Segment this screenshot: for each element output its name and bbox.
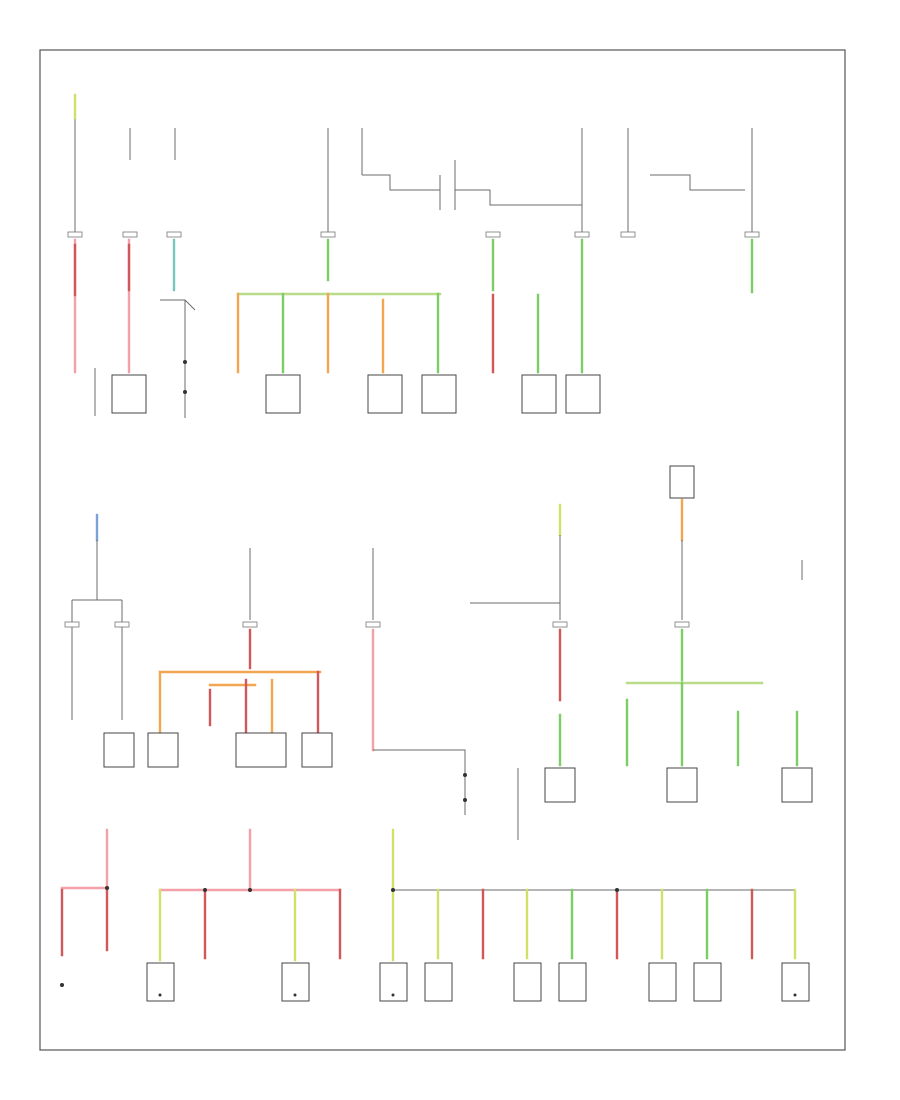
component-box <box>421 374 457 414</box>
switch-symbol-top <box>160 299 196 418</box>
wires-bottom <box>60 886 797 962</box>
component-box <box>521 374 557 414</box>
component-box <box>147 732 179 768</box>
connector-row-middle <box>64 621 690 628</box>
wires-top <box>73 238 754 374</box>
component-box <box>544 767 576 803</box>
component-box <box>781 767 813 803</box>
component-box <box>513 962 542 1002</box>
relay-assembly <box>362 160 745 232</box>
component-boxes-bottom <box>60 962 810 1002</box>
diagram-frame <box>39 49 846 1051</box>
component-box <box>111 374 147 414</box>
component-box <box>648 962 677 1002</box>
component-box <box>558 962 587 1002</box>
component-box <box>669 465 695 499</box>
component-box <box>265 374 301 414</box>
component-box <box>424 962 453 1002</box>
component-box <box>565 374 601 414</box>
wires-middle <box>158 628 799 770</box>
component-boxes-top <box>94 368 601 416</box>
fuse-feeds-bottom <box>105 828 395 890</box>
fuse-feeds-top <box>73 93 753 232</box>
top-section <box>67 93 760 418</box>
splice-dots-bottom <box>105 886 619 892</box>
connector-row-top <box>67 231 760 238</box>
component-box <box>146 962 175 1002</box>
component-box <box>367 374 403 414</box>
component-box <box>235 732 287 768</box>
component-box <box>103 732 135 768</box>
switch-symbol-middle <box>463 768 519 840</box>
component-boxes-middle <box>103 560 813 803</box>
bottom-section <box>60 828 810 1002</box>
component-box <box>693 962 722 1002</box>
fuse-feeds-middle <box>71 465 695 720</box>
component-box <box>666 767 698 803</box>
middle-section <box>64 465 813 840</box>
component-box <box>301 732 333 768</box>
